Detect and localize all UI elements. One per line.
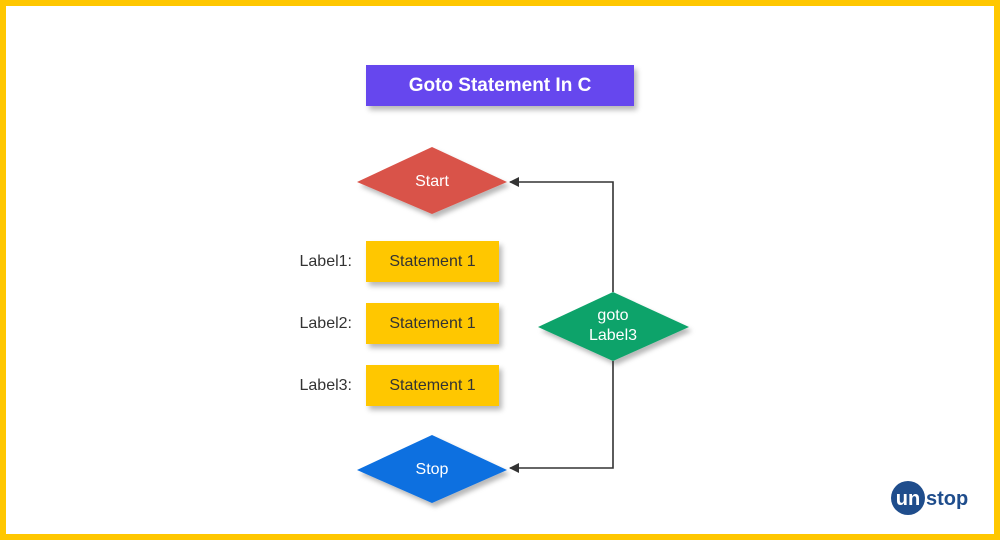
goto-label-line2: Label3 xyxy=(588,327,638,344)
statement-box: Statement 1 xyxy=(366,303,499,344)
arrow-to-start xyxy=(509,177,614,292)
start-label: Start xyxy=(415,173,449,190)
start-diamond xyxy=(357,147,507,214)
stop-label: Stop xyxy=(415,461,449,478)
logo-text-stop: stop xyxy=(926,488,968,510)
arrow-to-stop xyxy=(509,361,614,473)
statement-box: Statement 1 xyxy=(366,241,499,282)
goto-diamond xyxy=(538,292,689,361)
statement-label: Label3: xyxy=(299,377,353,394)
logo-text-un: un xyxy=(896,488,920,510)
unstop-logo: un stop xyxy=(891,481,968,515)
goto-label: goto Label3 xyxy=(573,306,653,346)
stop-diamond xyxy=(357,435,507,503)
diagram-title: Goto Statement In C xyxy=(366,65,634,106)
statement-box: Statement 1 xyxy=(366,365,499,406)
statement-label: Label2: xyxy=(299,315,353,332)
statement-label: Label1: xyxy=(299,253,353,270)
goto-label-line1: goto xyxy=(597,307,629,324)
